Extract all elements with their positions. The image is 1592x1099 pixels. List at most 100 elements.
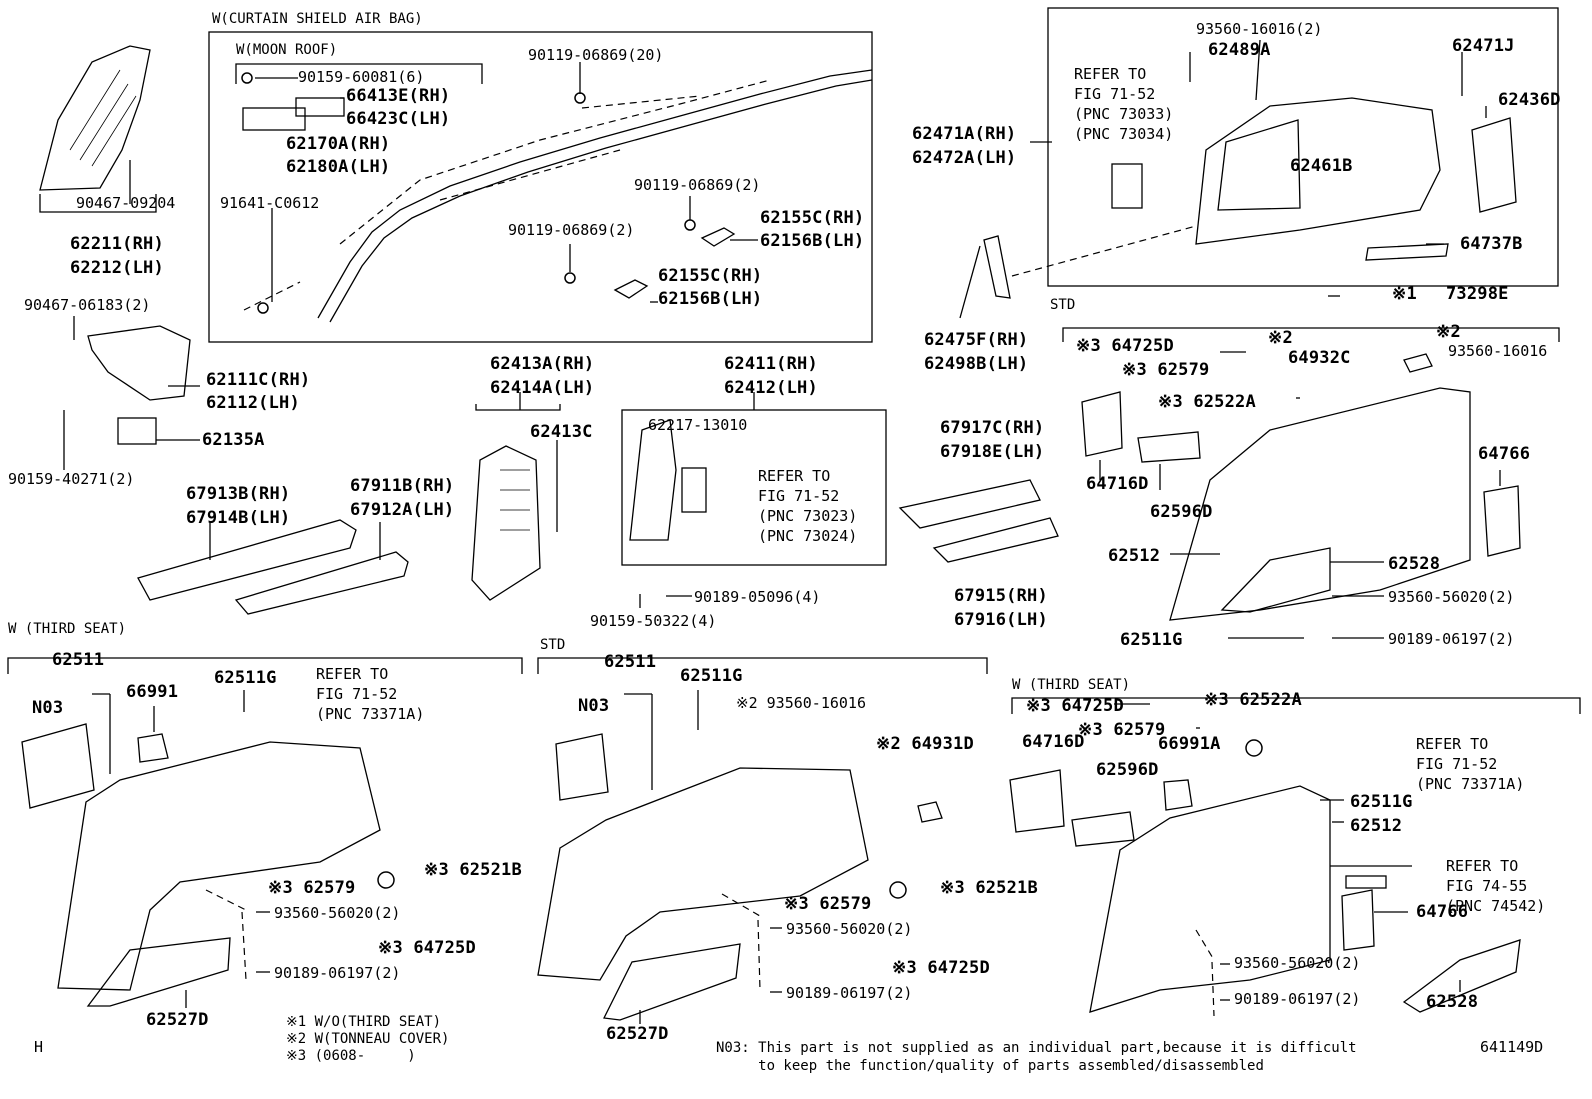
part-label-90159-40271: 90159-40271(2) xyxy=(8,470,135,488)
part-label-62527d-mid: 62527D xyxy=(606,1024,669,1044)
legend-item-2: ※2 W(TONNEAU COVER) xyxy=(286,1031,450,1047)
part-label-66423c: 66423C(LH) xyxy=(346,109,451,129)
part-label-62511g-top: 62511G xyxy=(1120,630,1183,650)
part-label-62155c-a: 62155C(RH) xyxy=(760,208,865,228)
reference-fig-74-55: REFER TO FIG 74-55 (PNC 74542) xyxy=(1446,857,1546,915)
part-label-64725d-mid: ※3 64725D xyxy=(892,958,990,978)
part-label-62475f: 62475F(RH) xyxy=(924,330,1029,350)
section-curtain-shield-air-bag: W(CURTAIN SHIELD AIR BAG) xyxy=(212,11,423,27)
part-label-62579-left: ※3 62579 xyxy=(268,878,356,898)
part-label-64932c: 64932C xyxy=(1288,348,1351,368)
part-label-tonneau-mark-a: ※2 xyxy=(1268,328,1293,348)
part-label-90189-06197-right: 90189-06197(2) xyxy=(1234,990,1361,1008)
part-label-62528-top: 62528 xyxy=(1388,554,1441,574)
part-label-62511g-right: 62511G xyxy=(1350,792,1413,812)
section-third-seat-left: W (THIRD SEAT) xyxy=(8,621,127,637)
part-label-67913b: 67913B(RH) xyxy=(186,484,291,504)
part-label-62512-right: 62512 xyxy=(1350,816,1403,836)
part-label-62212: 62212(LH) xyxy=(70,258,164,278)
part-label-62579-mid: ※3 62579 xyxy=(784,894,872,914)
part-label-90159-50322: 90159-50322(4) xyxy=(590,612,717,630)
part-label-62112: 62112(LH) xyxy=(206,393,300,413)
part-label-62498b: 62498B(LH) xyxy=(924,354,1029,374)
reference-fig-71-52-third-right: REFER TO FIG 71-52 (PNC 73371A) xyxy=(1416,735,1525,793)
part-label-62596d-right: 62596D xyxy=(1096,760,1159,780)
part-label-n03-mid: N03 xyxy=(578,696,610,716)
part-label-n03-left: N03 xyxy=(32,698,64,718)
part-label-90189-06197-left: 90189-06197(2) xyxy=(274,964,401,982)
part-label-62522a-top: ※3 62522A xyxy=(1158,392,1256,412)
part-label-62217-13010: 62217-13010 xyxy=(648,416,748,434)
part-label-62521b-mid: ※3 62521B xyxy=(940,878,1038,898)
part-label-62411: 62411(RH) xyxy=(724,354,818,374)
part-label-67915: 67915(RH) xyxy=(954,586,1048,606)
part-label-93560-16016-mid: ※2 93560-16016 xyxy=(736,694,866,712)
part-label-66413e: 66413E(RH) xyxy=(346,86,451,106)
part-label-62472a: 62472A(LH) xyxy=(912,148,1017,168)
part-label-90119-06869-c: 90119-06869(2) xyxy=(508,221,635,239)
part-label-64716d-top: 64716D xyxy=(1086,474,1149,494)
part-label-66991a: 66991A xyxy=(1158,734,1221,754)
corner-mark: H xyxy=(34,1038,44,1056)
part-label-67912a: 67912A(LH) xyxy=(350,500,455,520)
part-label-67917c: 67917C(RH) xyxy=(940,418,1045,438)
part-label-62512-top: 62512 xyxy=(1108,546,1161,566)
part-label-62528-right: 62528 xyxy=(1426,992,1479,1012)
section-third-seat-right: W (THIRD SEAT) xyxy=(1012,677,1131,693)
part-label-62579-right: ※3 62579 xyxy=(1078,720,1166,740)
part-label-67911b: 67911B(RH) xyxy=(350,476,455,496)
part-label-62579-top: ※3 62579 xyxy=(1122,360,1210,380)
part-label-90467-06183: 90467-06183(2) xyxy=(24,296,151,314)
part-label-62511g-mid: 62511G xyxy=(680,666,743,686)
part-label-62414a: 62414A(LH) xyxy=(490,378,595,398)
part-label-67914b: 67914B(LH) xyxy=(186,508,291,528)
part-label-93560-16016-2: 93560-16016(2) xyxy=(1196,20,1323,38)
section-std-top: STD xyxy=(1050,297,1076,313)
part-label-66991: 66991 xyxy=(126,682,179,702)
reference-fig-71-52-third-left: REFER TO FIG 71-52 (PNC 73371A) xyxy=(316,665,425,723)
part-label-91641-c0612: 91641-C0612 xyxy=(220,194,320,212)
part-label-73298e-mark: ※1 xyxy=(1392,284,1417,304)
footnote-line-1: N03: This part is not supplied as an ind… xyxy=(716,1040,1357,1056)
part-label-64716d-right: 64716D xyxy=(1022,732,1085,752)
part-label-64766-top: 64766 xyxy=(1478,444,1531,464)
part-label-62511g-left: 62511G xyxy=(214,668,277,688)
part-label-90467-09204: 90467-09204 xyxy=(76,194,176,212)
part-label-90189-06197-top: 90189-06197(2) xyxy=(1388,630,1515,648)
reference-fig-71-52-top: REFER TO FIG 71-52 (PNC 73033) (PNC 7303… xyxy=(1074,65,1174,143)
part-label-62521b-left: ※3 62521B xyxy=(424,860,522,880)
part-label-62156b-b: 62156B(LH) xyxy=(658,289,763,309)
part-label-62180a: 62180A(LH) xyxy=(286,157,391,177)
part-label-62111c: 62111C(RH) xyxy=(206,370,311,390)
part-label-62413a: 62413A(RH) xyxy=(490,354,595,374)
part-label-62471j: 62471J xyxy=(1452,36,1515,56)
part-label-90159-60081: 90159-60081(6) xyxy=(298,68,425,86)
part-label-62489a: 62489A xyxy=(1208,40,1271,60)
part-label-67918e: 67918E(LH) xyxy=(940,442,1045,462)
part-label-64766-right: 64766 xyxy=(1416,902,1469,922)
part-label-62461b: 62461B xyxy=(1290,156,1353,176)
part-label-64931d: ※2 64931D xyxy=(876,734,974,754)
part-label-73298e: 73298E xyxy=(1446,284,1509,304)
part-label-90119-06869-20: 90119-06869(20) xyxy=(528,46,664,64)
part-label-62596d-top: 62596D xyxy=(1150,502,1213,522)
part-label-62511-mid: 62511 xyxy=(604,652,657,672)
part-label-62511-left: 62511 xyxy=(52,650,105,670)
part-label-90189-06197-mid: 90189-06197(2) xyxy=(786,984,913,1002)
part-label-62527d-left: 62527D xyxy=(146,1010,209,1030)
part-label-93560-16016-top: 93560-16016 xyxy=(1448,342,1548,360)
footnote-line-2: to keep the function/quality of parts as… xyxy=(716,1058,1264,1074)
part-label-90189-05096: 90189-05096(4) xyxy=(694,588,821,606)
part-label-93560-56020-right: 93560-56020(2) xyxy=(1234,954,1361,972)
part-label-64725d-right: ※3 64725D xyxy=(1026,696,1124,716)
part-label-62135a: 62135A xyxy=(202,430,265,450)
legend-item-3: ※3 (0608- ) xyxy=(286,1048,416,1064)
part-label-90119-06869-b: 90119-06869(2) xyxy=(634,176,761,194)
part-label-62412: 62412(LH) xyxy=(724,378,818,398)
part-label-tonneau-mark-b: ※2 xyxy=(1436,322,1461,342)
part-label-93560-56020-top: 93560-56020(2) xyxy=(1388,588,1515,606)
part-label-62211: 62211(RH) xyxy=(70,234,164,254)
part-label-62522a-right: ※3 62522A xyxy=(1204,690,1302,710)
